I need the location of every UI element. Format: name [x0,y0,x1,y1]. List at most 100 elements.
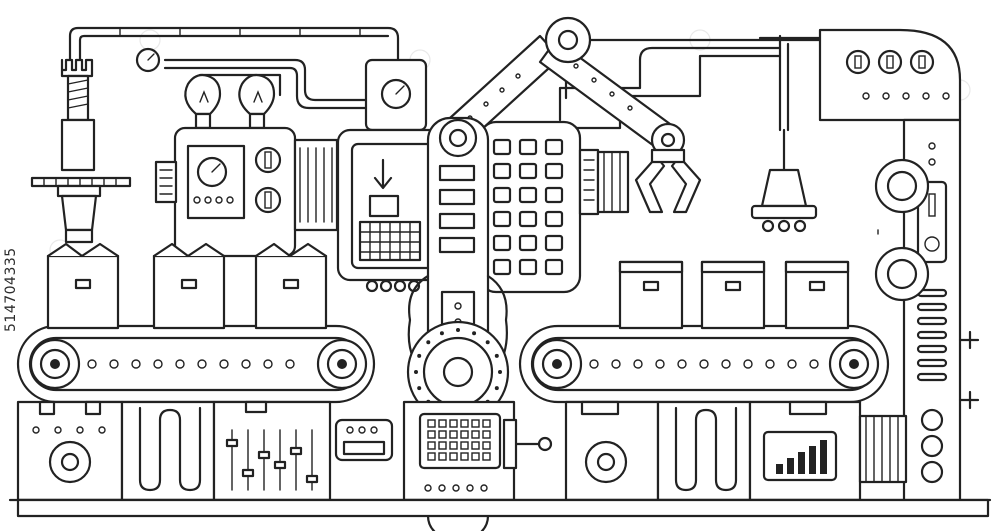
slider-knob [273,460,287,470]
grid-cell [471,441,480,450]
gear-icon [874,246,930,302]
slider-knob [305,474,319,484]
belt-roller [219,359,229,369]
slider-knob [225,438,239,448]
hub-dot [494,386,499,391]
keypad-key [518,138,538,156]
pressure-gauge-icon [135,47,161,73]
fuse-icon [254,146,282,174]
hub-dot [456,328,460,332]
keypad-key [492,186,512,204]
hub-dot [472,331,477,336]
grid-cell [438,452,447,461]
level-bar [820,440,827,474]
grid-cell [449,452,458,461]
grid-cell [427,419,436,428]
grid-cell [482,441,491,450]
belt-roller [241,359,251,369]
keypad-key [518,234,538,252]
keypad-key [492,210,512,228]
keypad-panel [478,120,630,294]
robot-claw-icon [634,148,702,214]
grid-cell [460,452,469,461]
belt-roller [153,359,163,369]
belt-roller [765,359,775,369]
grid-cell [471,452,480,461]
gear-icon [29,338,81,390]
belt-roller [611,359,621,369]
level-bar [787,458,794,474]
gear-icon [874,158,930,214]
gear-icon [316,338,368,390]
gear-icon [828,338,880,390]
left-conveyor [16,324,376,404]
stock-id-watermark: 514704335 [3,247,19,333]
keypad-key [544,234,564,252]
keypad-key [518,186,538,204]
hub-dot [494,353,499,358]
belt-roller [721,359,731,369]
grid-cell [471,430,480,439]
grid-cell [427,452,436,461]
grid-cell [427,441,436,450]
keypad-key [544,186,564,204]
grid-cell [482,419,491,428]
gear-icon [531,338,583,390]
belt-roller [655,359,665,369]
hub-dot [417,386,422,391]
control-screen-tower [336,58,458,293]
grid-cell [449,441,458,450]
grid-cell [427,430,436,439]
grid-cell [438,419,447,428]
belt-roller [87,359,97,369]
robot-arm [448,16,702,214]
hub-dot [417,353,422,358]
base-cabinets [8,400,992,518]
hub-dot [426,340,431,345]
grid-cell [482,430,491,439]
grid-cell [460,419,469,428]
keypad-key [518,210,538,228]
keypad-key [518,162,538,180]
belt-roller [743,359,753,369]
keypad-key [492,138,512,156]
right-conveyor [518,324,890,404]
fuse-icon [254,186,282,214]
belt-roller [285,359,295,369]
level-bar [776,464,783,474]
level-bar [809,446,816,474]
hub-dot [498,370,502,374]
belt-roller [131,359,141,369]
grid-cell [482,452,491,461]
hub-dot [414,370,418,374]
belt-roller [787,359,797,369]
belt-roller [633,359,643,369]
grid-cell [449,430,458,439]
grid-cell [449,419,458,428]
power-plug-icon [750,128,818,233]
belt-roller [699,359,709,369]
belt-roller [175,359,185,369]
stamping-press [30,58,132,244]
keypad-key [544,210,564,228]
hub-dot [439,331,444,336]
slider-knob [241,468,255,478]
keypad-key [492,162,512,180]
keypad-key [544,258,564,276]
light-bulb-icon [184,73,222,130]
grid-cell [460,430,469,439]
boxes-left [46,242,328,330]
keypad-key [544,138,564,156]
slider-knob [289,446,303,456]
grid-cell [438,441,447,450]
grid-cell [471,419,480,428]
keypad-key [492,258,512,276]
keypad-key [544,162,564,180]
belt-roller [677,359,687,369]
belt-roller [809,359,819,369]
light-bulb-icon [238,73,276,130]
grid-cell [438,430,447,439]
belt-roller [109,359,119,369]
belt-roller [263,359,273,369]
